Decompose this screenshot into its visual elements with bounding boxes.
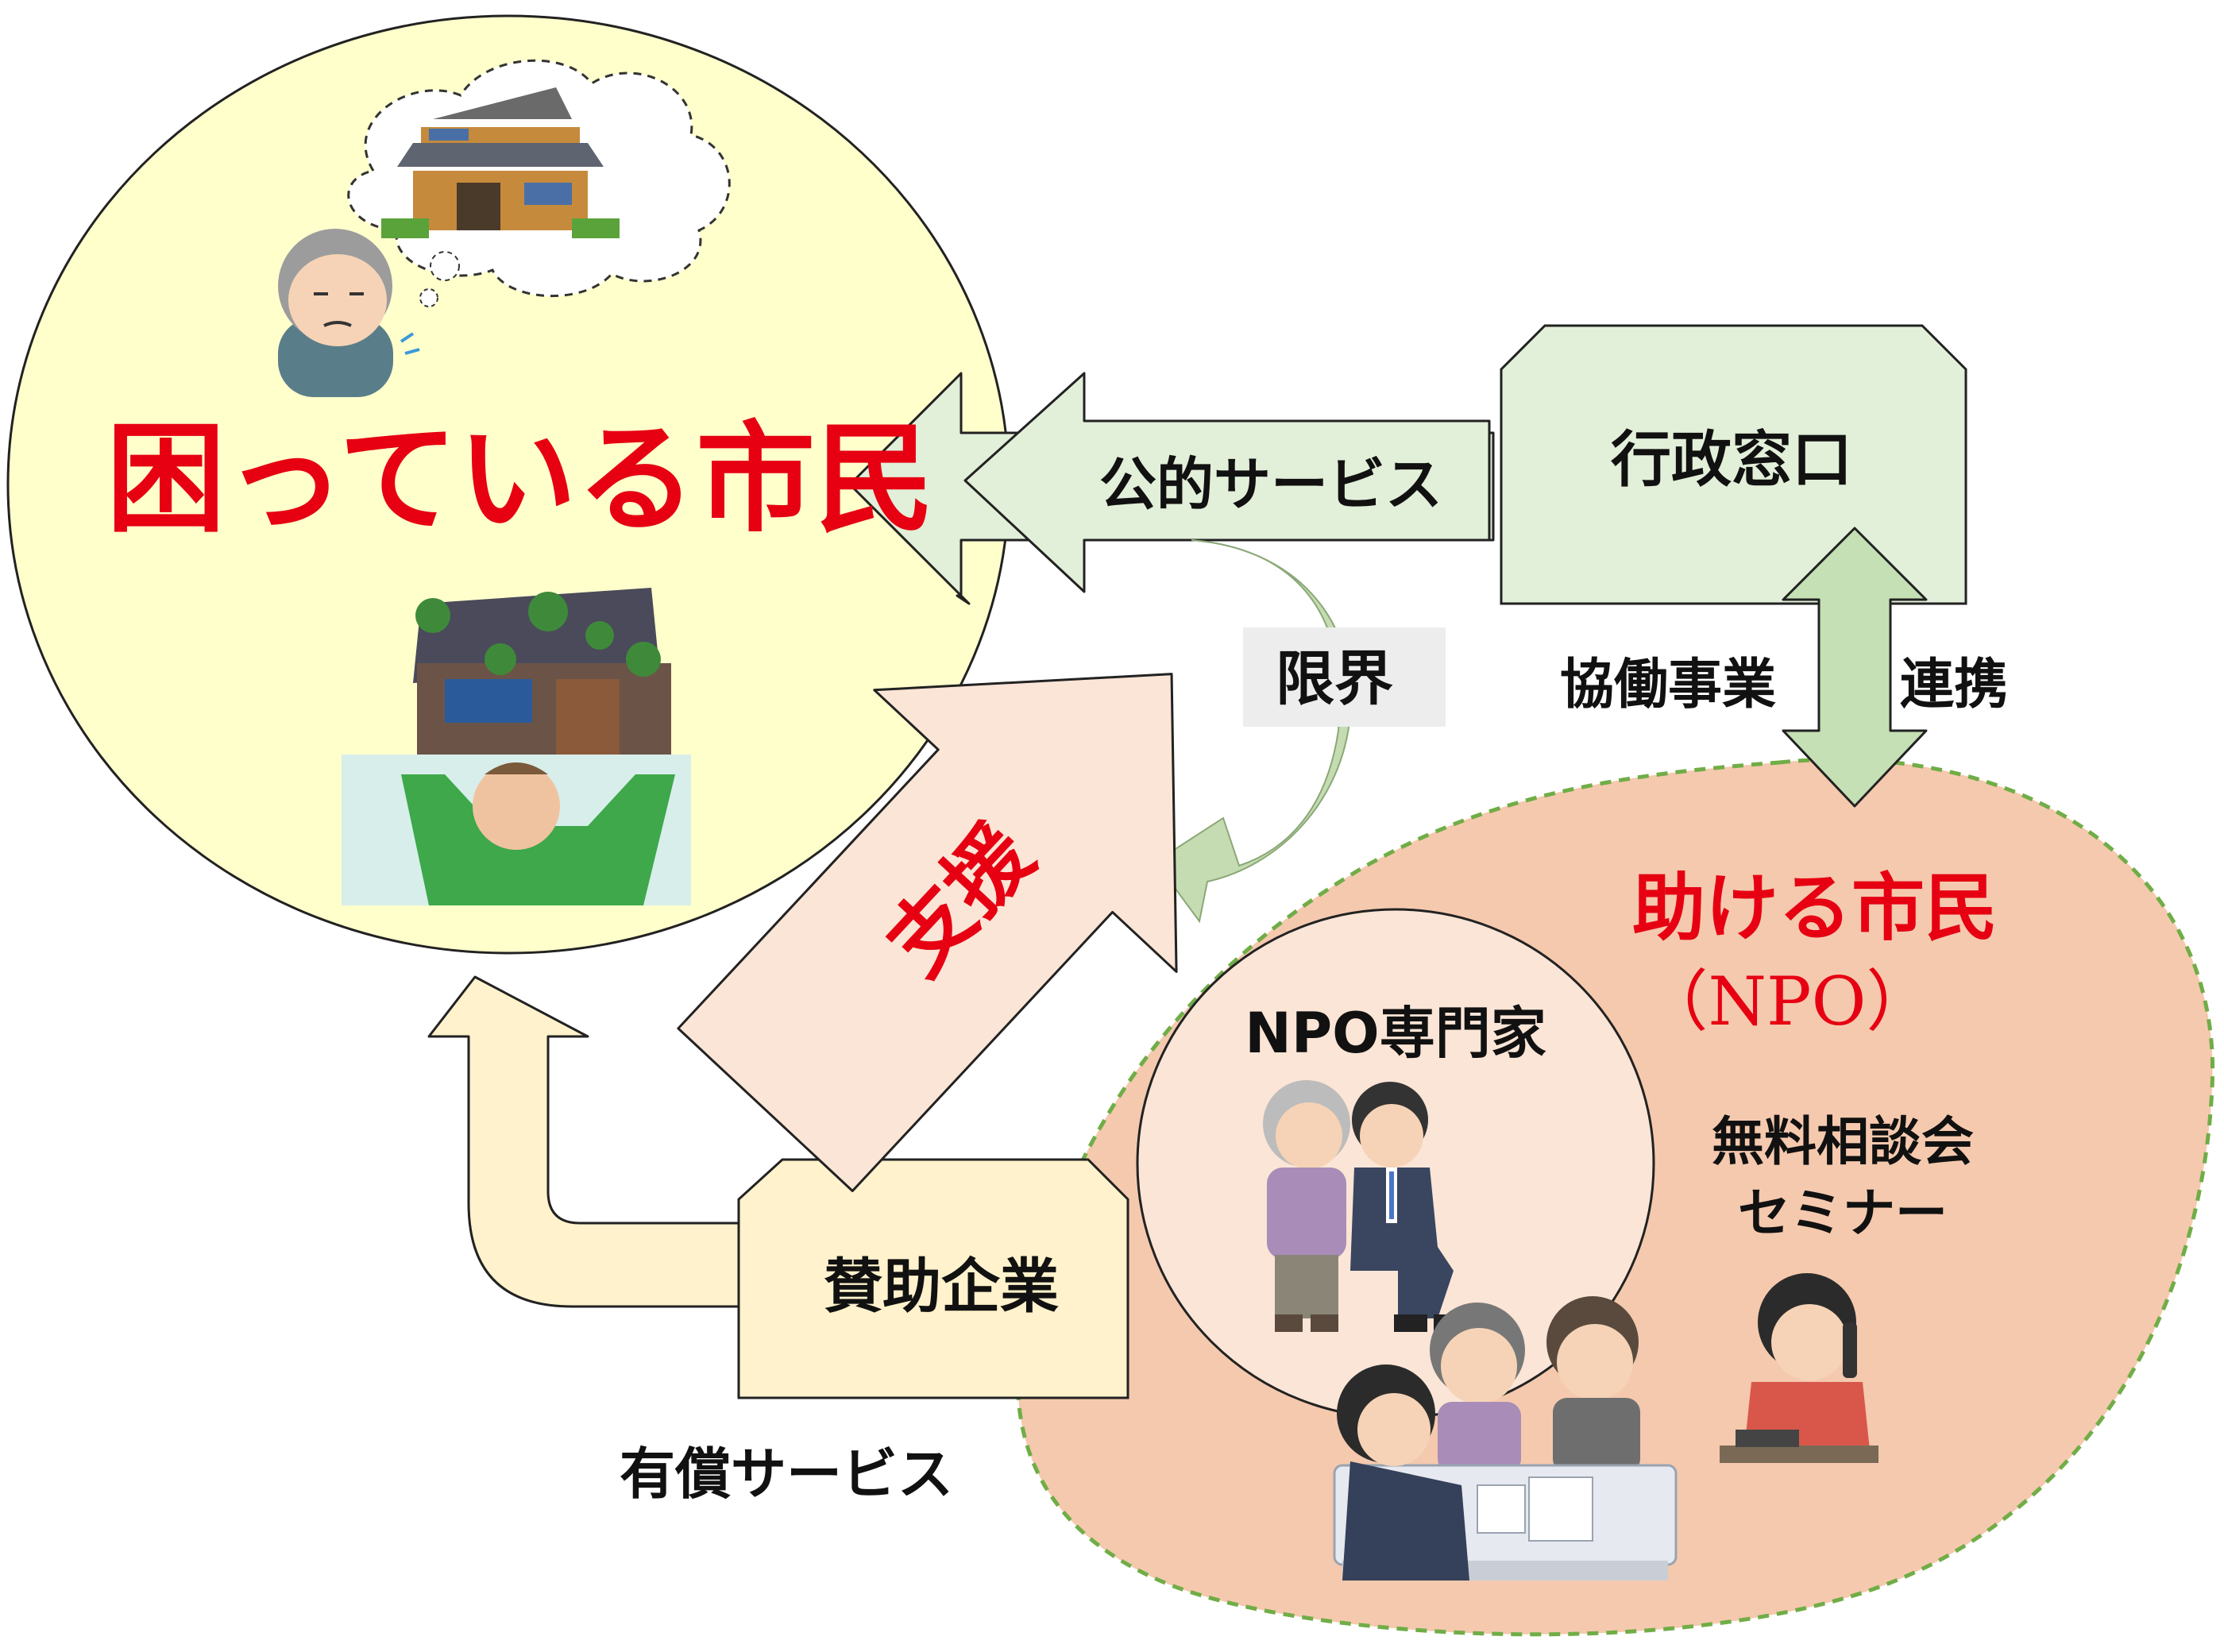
troubled-citizens-title: 困っている市民 xyxy=(106,411,935,549)
phone-woman-illustration xyxy=(1720,1273,1878,1463)
worried-man-illustration xyxy=(278,229,420,397)
helping-citizens-title: 助ける市民 xyxy=(1632,866,1998,951)
gov-window-label: 行政窓口 xyxy=(1611,424,1852,495)
helping-citizens-subtitle: （NPO） xyxy=(1642,963,1933,1040)
consultation-desk-illustration xyxy=(1333,1296,1678,1581)
consultation-line1: 無料相談会 xyxy=(1712,1111,1974,1172)
limit-curved-arrow xyxy=(1154,539,1352,924)
limit-box xyxy=(1243,627,1446,727)
paid-service-arrow xyxy=(427,975,740,1308)
public-service-arrow-shape xyxy=(963,372,1491,593)
experts-illustration xyxy=(1263,1080,1467,1332)
cooperation-right-label: 連携 xyxy=(1900,654,2008,716)
house-illustration xyxy=(381,87,620,238)
consultation-line2: セミナー xyxy=(1738,1183,1948,1244)
support-arrow xyxy=(677,673,1178,1192)
paid-service-label: 有償サービス xyxy=(620,1442,953,1507)
collapsing-house-illustration xyxy=(342,588,691,905)
cooperation-left-label: 協働事業 xyxy=(1560,654,1776,716)
npo-experts-label: NPO専門家 xyxy=(1245,1001,1546,1066)
sponsor-box xyxy=(737,1158,1129,1399)
limit-label: 限界 xyxy=(1276,645,1393,713)
public-service-label: 公的サービス xyxy=(1099,451,1442,518)
cooperation-double-arrow xyxy=(1782,527,1928,808)
sponsor-label: 賛助企業 xyxy=(824,1253,1059,1321)
